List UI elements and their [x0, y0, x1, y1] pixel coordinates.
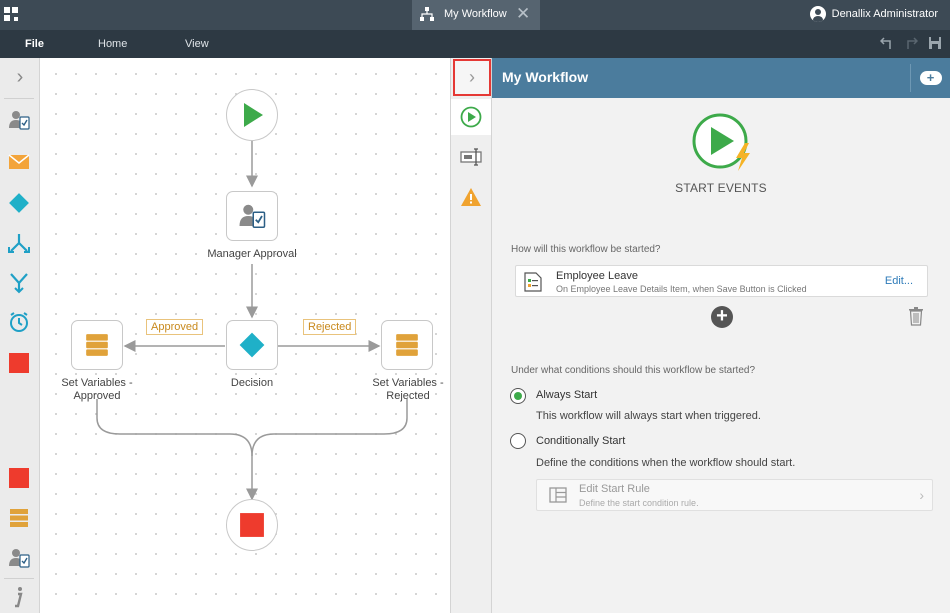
- app-menu-icon[interactable]: [4, 7, 20, 23]
- end-icon[interactable]: [7, 466, 31, 490]
- add-icon: +: [919, 71, 942, 85]
- user-task-icon[interactable]: [7, 108, 31, 132]
- set-variables-icon: [86, 334, 108, 356]
- always-start-label[interactable]: Always Start: [536, 389, 598, 401]
- event-title: Employee Leave: [556, 270, 638, 282]
- warning-icon: [461, 188, 481, 206]
- collapse-panel-button[interactable]: ›: [453, 59, 491, 96]
- tab-warnings[interactable]: [451, 179, 491, 215]
- decision-node[interactable]: [226, 320, 278, 370]
- decision-icon[interactable]: [7, 191, 31, 215]
- conditionally-start-radio[interactable]: [510, 433, 526, 449]
- event-subtitle: On Employee Leave Details Item, when Sav…: [556, 284, 807, 294]
- panel-tab-strip: ›: [450, 58, 492, 613]
- rule-title: Edit Start Rule: [579, 483, 650, 495]
- decision-icon: [239, 332, 265, 358]
- user-task-icon[interactable]: [7, 546, 31, 570]
- menu-bar: File Home View: [0, 30, 950, 58]
- rule-subtitle: Define the start condition rule.: [579, 498, 699, 508]
- email-icon[interactable]: [7, 150, 31, 174]
- question-how-started: How will this workflow be started?: [511, 244, 661, 255]
- end-icon[interactable]: [7, 351, 31, 375]
- set-variables-approved-node[interactable]: [71, 320, 123, 370]
- tab-my-workflow[interactable]: My Workflow ✕: [412, 0, 540, 30]
- start-node[interactable]: [226, 89, 278, 141]
- user-name: Denallix Administrator: [831, 8, 938, 20]
- conditionally-start-description: Define the conditions when the workflow …: [536, 457, 796, 469]
- add-panel-button[interactable]: +: [910, 64, 950, 92]
- question-conditions: Under what conditions should this workfl…: [511, 365, 756, 376]
- expand-toolbox-icon[interactable]: ›: [16, 66, 24, 88]
- add-event-button[interactable]: +: [711, 306, 733, 328]
- always-start-radio[interactable]: [510, 388, 526, 404]
- menu-file[interactable]: File: [25, 38, 44, 50]
- save-icon[interactable]: [928, 36, 942, 50]
- workflow-icon: [420, 7, 434, 21]
- manager-approval-node[interactable]: [226, 191, 278, 241]
- conditionally-start-label[interactable]: Conditionally Start: [536, 435, 626, 447]
- redo-icon[interactable]: [904, 36, 918, 50]
- avatar: [809, 6, 826, 22]
- start-events-heading: START EVENTS: [675, 181, 767, 195]
- end-node[interactable]: [226, 499, 278, 551]
- menu-home[interactable]: Home: [98, 38, 128, 50]
- set-variables-rejected-node[interactable]: [381, 320, 433, 370]
- rule-icon: [549, 487, 567, 503]
- play-icon: [244, 103, 263, 127]
- start-event-card[interactable]: Employee Leave On Employee Leave Details…: [515, 265, 928, 297]
- node-label-decision: Decision: [230, 377, 274, 389]
- trash-icon[interactable]: [908, 306, 924, 326]
- user-task-icon: [239, 204, 266, 228]
- branch-label-approved[interactable]: Approved: [146, 319, 204, 335]
- split-icon[interactable]: [7, 231, 31, 255]
- menu-view[interactable]: View: [185, 38, 209, 50]
- properties-panel: My Workflow + START EVENTS How will this…: [492, 58, 950, 613]
- set-variables-icon[interactable]: [7, 506, 31, 530]
- tab-start-events[interactable]: [451, 99, 491, 135]
- toolbar: [880, 36, 942, 50]
- tab-label: My Workflow: [444, 8, 507, 20]
- undo-icon[interactable]: [880, 36, 894, 50]
- set-variables-icon: [396, 334, 418, 356]
- node-label-set-variables-rejected: Set Variables - Rejected: [372, 377, 444, 402]
- tab-data-fields[interactable]: [451, 139, 491, 175]
- divider: [4, 98, 34, 99]
- chevron-right-icon: ›: [919, 487, 924, 503]
- stop-icon: [240, 513, 264, 537]
- divider: [4, 578, 34, 579]
- edit-event-link[interactable]: Edit...: [884, 275, 913, 287]
- text-field-icon: [460, 148, 482, 166]
- play-circle-icon: [460, 106, 482, 128]
- node-label-set-variables-approved: Set Variables - Approved: [61, 377, 133, 402]
- branch-label-rejected[interactable]: Rejected: [303, 319, 357, 335]
- node-label-manager-approval: Manager Approval: [207, 248, 297, 260]
- workflow-canvas[interactable]: Manager Approval Decision Set Variables …: [40, 58, 450, 613]
- toolbox-palette: ›: [0, 58, 40, 613]
- panel-title: My Workflow: [502, 69, 589, 85]
- edit-start-rule-card: Edit Start Rule Define the start conditi…: [536, 479, 933, 511]
- start-events-icon: [692, 113, 750, 171]
- info-icon[interactable]: [7, 585, 31, 609]
- timer-icon[interactable]: [7, 310, 31, 334]
- connector-lines: [96, 140, 408, 501]
- form-event-icon: [524, 272, 542, 292]
- close-icon[interactable]: ✕: [516, 4, 531, 23]
- user-menu[interactable]: Denallix Administrator: [809, 6, 938, 22]
- panel-header: My Workflow +: [492, 58, 950, 98]
- always-start-description: This workflow will always start when tri…: [536, 410, 761, 422]
- merge-icon[interactable]: [7, 271, 31, 295]
- title-bar: My Workflow ✕ Denallix Administrator: [0, 0, 950, 30]
